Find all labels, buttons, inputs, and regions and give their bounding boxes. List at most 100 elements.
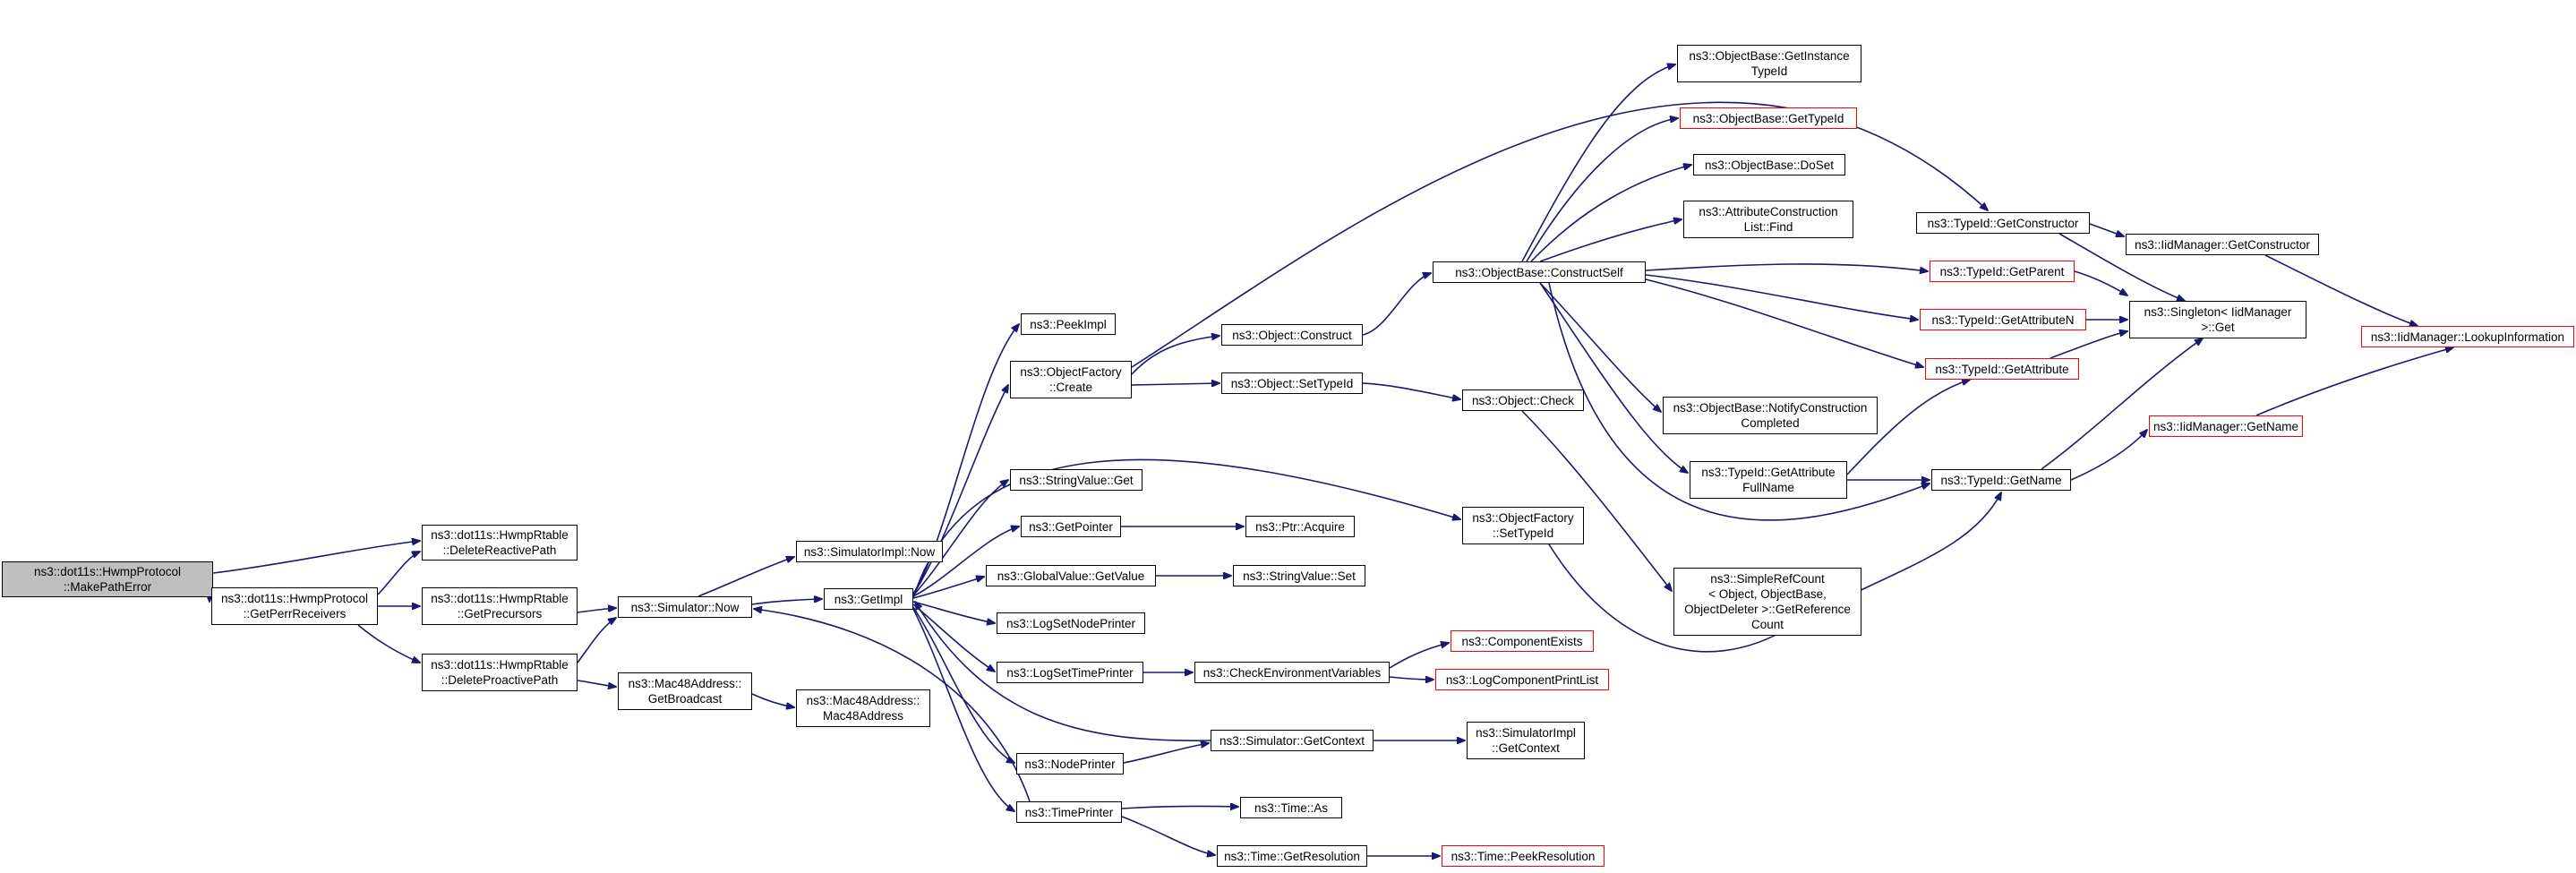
call-edge-time-printer (1121, 806, 1238, 809)
call-edge-object-check (1521, 410, 1672, 591)
call-edge-object-base-construct-self (1526, 118, 1678, 262)
node-hwmp-rtable-get-precursors[interactable]: ns3::dot11s::HwmpRtable ::GetPrecursors (422, 587, 578, 625)
node-string-value-set[interactable]: ns3::StringValue::Set (1233, 565, 1365, 586)
call-edge-object-base-construct-self (1530, 165, 1691, 262)
call-edge-get-precursors (577, 608, 616, 613)
call-edge-object-set-type-id (1362, 382, 1460, 399)
call-edge-object-factory-create (1131, 383, 1220, 385)
node-type-id-get-name[interactable]: ns3::TypeId::GetName (1931, 469, 2071, 491)
node-hwmp-rtable-delete-reactive-path[interactable]: ns3::dot11s::HwmpRtable ::DeleteReactive… (422, 525, 578, 561)
call-edge-type-id-get-attribute-full-name (1846, 380, 1970, 475)
call-edge-object-base-construct-self (1539, 219, 1682, 262)
node-simulator-impl-now[interactable]: ns3::SimulatorImpl::Now (796, 541, 943, 562)
call-edge-object-factory-create (1131, 336, 1220, 375)
call-edge-object-base-construct-self (1539, 282, 1661, 412)
node-simple-ref-count-get-reference-count[interactable]: ns3::SimpleRefCount < Object, ObjectBase… (1673, 568, 1861, 636)
node-time-printer[interactable]: ns3::TimePrinter (1016, 801, 1122, 823)
node-object-base-get-type-id[interactable]: ns3::ObjectBase::GetTypeId (1680, 107, 1857, 129)
node-mac48-address-constructor[interactable]: ns3::Mac48Address:: Mac48Address (796, 689, 930, 727)
call-edge-simulator-now (697, 557, 794, 597)
call-edge-get-impl (912, 385, 1008, 595)
node-component-exists[interactable]: ns3::ComponentExists (1451, 630, 1594, 652)
node-time-as[interactable]: ns3::Time::As (1240, 797, 1342, 818)
call-edges (210, 64, 2453, 856)
call-edge-time-printer (1121, 816, 1215, 855)
call-edge-get-impl (912, 601, 995, 623)
node-simulator-now[interactable]: ns3::Simulator::Now (618, 596, 752, 618)
node-object-factory-set-type-id[interactable]: ns3::ObjectFactory ::SetTypeId (1462, 507, 1584, 544)
call-edge-type-id-get-attribute (2050, 331, 2127, 359)
node-peek-impl[interactable]: ns3::PeekImpl (1021, 313, 1116, 335)
call-edge-get-impl (912, 526, 1019, 597)
call-edge-iid-manager-get-name (2255, 347, 2453, 416)
node-object-factory-create[interactable]: ns3::ObjectFactory ::Create (1010, 361, 1132, 398)
node-global-value-get-value[interactable]: ns3::GlobalValue::GetValue (986, 565, 1156, 586)
node-singleton-iid-manager-get[interactable]: ns3::Singleton< IidManager >::Get (2129, 301, 2306, 338)
node-hwmp-protocol-make-path-error: ns3::dot11s::HwmpProtocol ::MakePathErro… (2, 561, 213, 597)
call-edge-iid-manager-get-constructor (2264, 254, 2418, 326)
call-edge-get-impl (912, 603, 995, 672)
call-edge-type-id-get-constructor (2058, 233, 2185, 301)
node-type-id-get-attribute[interactable]: ns3::TypeId::GetAttribute (1925, 358, 2079, 380)
call-edge-get-impl (912, 608, 1014, 811)
call-edge-get-perr-receivers (377, 552, 420, 595)
node-attribute-construction-list-find[interactable]: ns3::AttributeConstruction List::Find (1683, 201, 1853, 238)
call-edge-object-base-construct-self (1539, 282, 1688, 473)
node-log-set-node-printer[interactable]: ns3::LogSetNodePrinter (997, 612, 1145, 634)
node-simulator-impl-get-context[interactable]: ns3::SimulatorImpl ::GetContext (1467, 722, 1585, 759)
node-log-component-print-list[interactable]: ns3::LogComponentPrintList (1435, 669, 1609, 690)
call-edge-type-id-get-constructor (2089, 223, 2124, 236)
call-edge-check-environment-variables (1389, 643, 1449, 669)
call-edge-check-environment-variables (1389, 677, 1433, 680)
node-get-impl[interactable]: ns3::GetImpl (824, 588, 913, 610)
call-edge-type-id-get-name (2041, 338, 2203, 470)
call-edge-object-base-construct-self (1645, 274, 1918, 320)
call-edge-type-id-get-parent (2074, 270, 2127, 295)
node-iid-manager-lookup-information[interactable]: ns3::IidManager::LookupInformation (2361, 326, 2574, 347)
call-edge-object-base-construct-self (1645, 278, 1923, 367)
node-iid-manager-get-name[interactable]: ns3::IidManager::GetName (2149, 415, 2303, 437)
call-edge-object-base-construct-self (1521, 64, 1675, 262)
node-log-set-time-printer[interactable]: ns3::LogSetTimePrinter (997, 662, 1143, 683)
node-object-construct[interactable]: ns3::Object::Construct (1221, 324, 1363, 346)
call-edge-get-impl (912, 324, 1019, 595)
node-check-environment-variables[interactable]: ns3::CheckEnvironmentVariables (1194, 662, 1390, 683)
node-object-set-type-id[interactable]: ns3::Object::SetTypeId (1221, 372, 1363, 394)
node-time-get-resolution[interactable]: ns3::Time::GetResolution (1217, 845, 1367, 867)
node-get-pointer[interactable]: ns3::GetPointer (1021, 516, 1121, 537)
call-edge-mac48-get-broadcast (751, 693, 794, 707)
call-edge-simulator-get-context (915, 602, 1211, 741)
node-iid-manager-get-constructor[interactable]: ns3::IidManager::GetConstructor (2126, 234, 2319, 255)
node-ptr-acquire[interactable]: ns3::Ptr::Acquire (1245, 516, 1355, 537)
node-hwmp-protocol-get-perr-receivers[interactable]: ns3::dot11s::HwmpProtocol ::GetPerrRecei… (211, 587, 378, 625)
node-mac48-address-get-broadcast[interactable]: ns3::Mac48Address:: GetBroadcast (618, 672, 752, 710)
call-edge-type-id-get-name (2070, 430, 2147, 481)
call-edge-object-base-construct-self (1548, 282, 1930, 521)
node-type-id-get-constructor[interactable]: ns3::TypeId::GetConstructor (1916, 212, 2090, 234)
node-object-base-notify-construction-completed[interactable]: ns3::ObjectBase::NotifyConstruction Comp… (1663, 397, 1878, 434)
call-edge-simulator-now (751, 599, 822, 605)
call-edge-get-perr-receivers (357, 624, 420, 663)
node-node-printer[interactable]: ns3::NodePrinter (1016, 753, 1124, 775)
call-edge-delete-proactive-path (577, 618, 616, 663)
node-object-base-get-instance-type-id[interactable]: ns3::ObjectBase::GetInstance TypeId (1677, 45, 1861, 82)
node-object-check[interactable]: ns3::Object::Check (1462, 389, 1584, 411)
call-edge-get-impl (912, 480, 1008, 596)
node-string-value-get[interactable]: ns3::StringValue::Get (1010, 469, 1143, 491)
node-type-id-get-parent[interactable]: ns3::TypeId::GetParent (1930, 261, 2075, 282)
node-simulator-get-context[interactable]: ns3::Simulator::GetContext (1211, 730, 1374, 751)
call-edge-get-impl (912, 577, 984, 599)
call-edge-make-path-error (212, 541, 420, 574)
node-object-base-construct-self[interactable]: ns3::ObjectBase::ConstructSelf (1433, 261, 1646, 283)
call-edge-get-impl (912, 458, 1460, 599)
node-object-base-do-set[interactable]: ns3::ObjectBase::DoSet (1693, 154, 1845, 175)
call-edge-object-construct (1362, 273, 1431, 336)
call-edge-node-printer (1123, 743, 1209, 764)
node-type-id-get-attribute-full-name[interactable]: ns3::TypeId::GetAttribute FullName (1690, 461, 1847, 499)
node-time-peek-resolution[interactable]: ns3::Time::PeekResolution (1442, 845, 1605, 867)
call-edge-delete-proactive-path (577, 680, 616, 687)
node-hwmp-rtable-delete-proactive-path[interactable]: ns3::dot11s::HwmpRtable ::DeleteProactiv… (422, 654, 578, 691)
call-edge-object-base-construct-self (1645, 263, 1928, 271)
node-type-id-get-attribute-n[interactable]: ns3::TypeId::GetAttributeN (1920, 309, 2086, 330)
